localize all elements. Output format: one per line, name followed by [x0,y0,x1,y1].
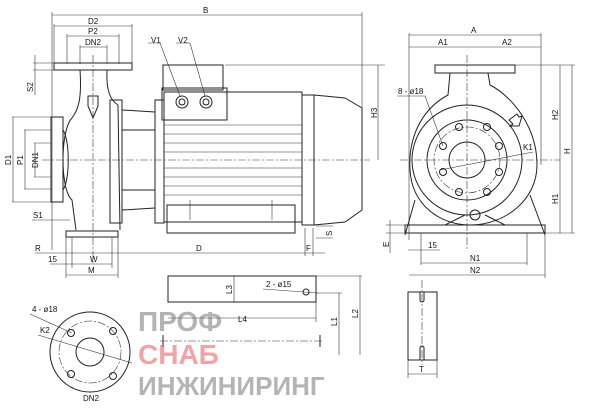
dim-P1: P1 [16,155,25,165]
dim-T: T [419,365,424,374]
dim-L3: L3 [225,285,234,294]
label-holes-8: 8 - ø18 [398,87,424,96]
dim-H1: H1 [551,193,560,204]
dim-H3: H3 [370,107,379,118]
dim-A1: A1 [438,38,448,47]
dim-H: H [563,148,572,154]
label-V1: V1 [151,36,161,45]
dim-M: M [88,266,95,275]
dim-15-side: 15 [48,255,57,264]
dim-S: S [325,231,334,236]
label-holes-4: 4 - ø18 [32,305,58,314]
dim-A: A [471,26,477,35]
dim-P2: P2 [88,27,98,36]
dim-N1: N1 [470,254,481,263]
dim-E: E [382,242,391,247]
dim-D: D [196,244,202,253]
dim-H2: H2 [551,109,560,120]
dim-15-front: 15 [428,241,437,250]
label-V2: V2 [178,36,188,45]
watermark-line1: ПРОФ [138,306,222,337]
side-view: B D2 P2 DN2 S2 D1 P1 DN1 S1 [4,6,385,278]
dim-D1: D1 [4,154,13,165]
label-holes-2: 2 - ø15 [266,280,292,289]
dim-W: W [90,255,98,264]
dim-D2: D2 [88,17,99,26]
dim-L1: L1 [330,317,339,326]
dim-N2: N2 [470,266,481,275]
dim-L2: L2 [351,309,360,318]
flange-title-DN2: DN2 [83,394,100,403]
watermark-logo: ПРОФ СНАБ ИНЖИНИРИНГ [138,306,325,401]
watermark-line2: СНАБ [138,339,219,370]
foot-detail: T [407,280,438,378]
watermark-line3: ИНЖИНИРИНГ [138,371,325,401]
flange-detail: 4 - ø18 K2 DN2 [29,305,133,403]
dim-L4: L4 [238,315,247,324]
dim-DN1: DN1 [31,151,40,168]
dim-DN2: DN2 [85,38,102,47]
dim-A2: A2 [502,38,512,47]
dim-K2: K2 [40,326,50,335]
base-plate-view: L3 2 - ø15 L4 L1 L2 [160,275,362,355]
dim-K1: K1 [523,143,533,152]
dim-S2: S2 [26,82,35,92]
dim-F: F [306,244,311,253]
dim-S1: S1 [33,211,43,220]
dim-B: B [203,6,208,15]
dim-R: R [35,244,41,253]
front-view: A A1 A2 8 - ø18 K1 H2 H H1 E [382,26,575,278]
